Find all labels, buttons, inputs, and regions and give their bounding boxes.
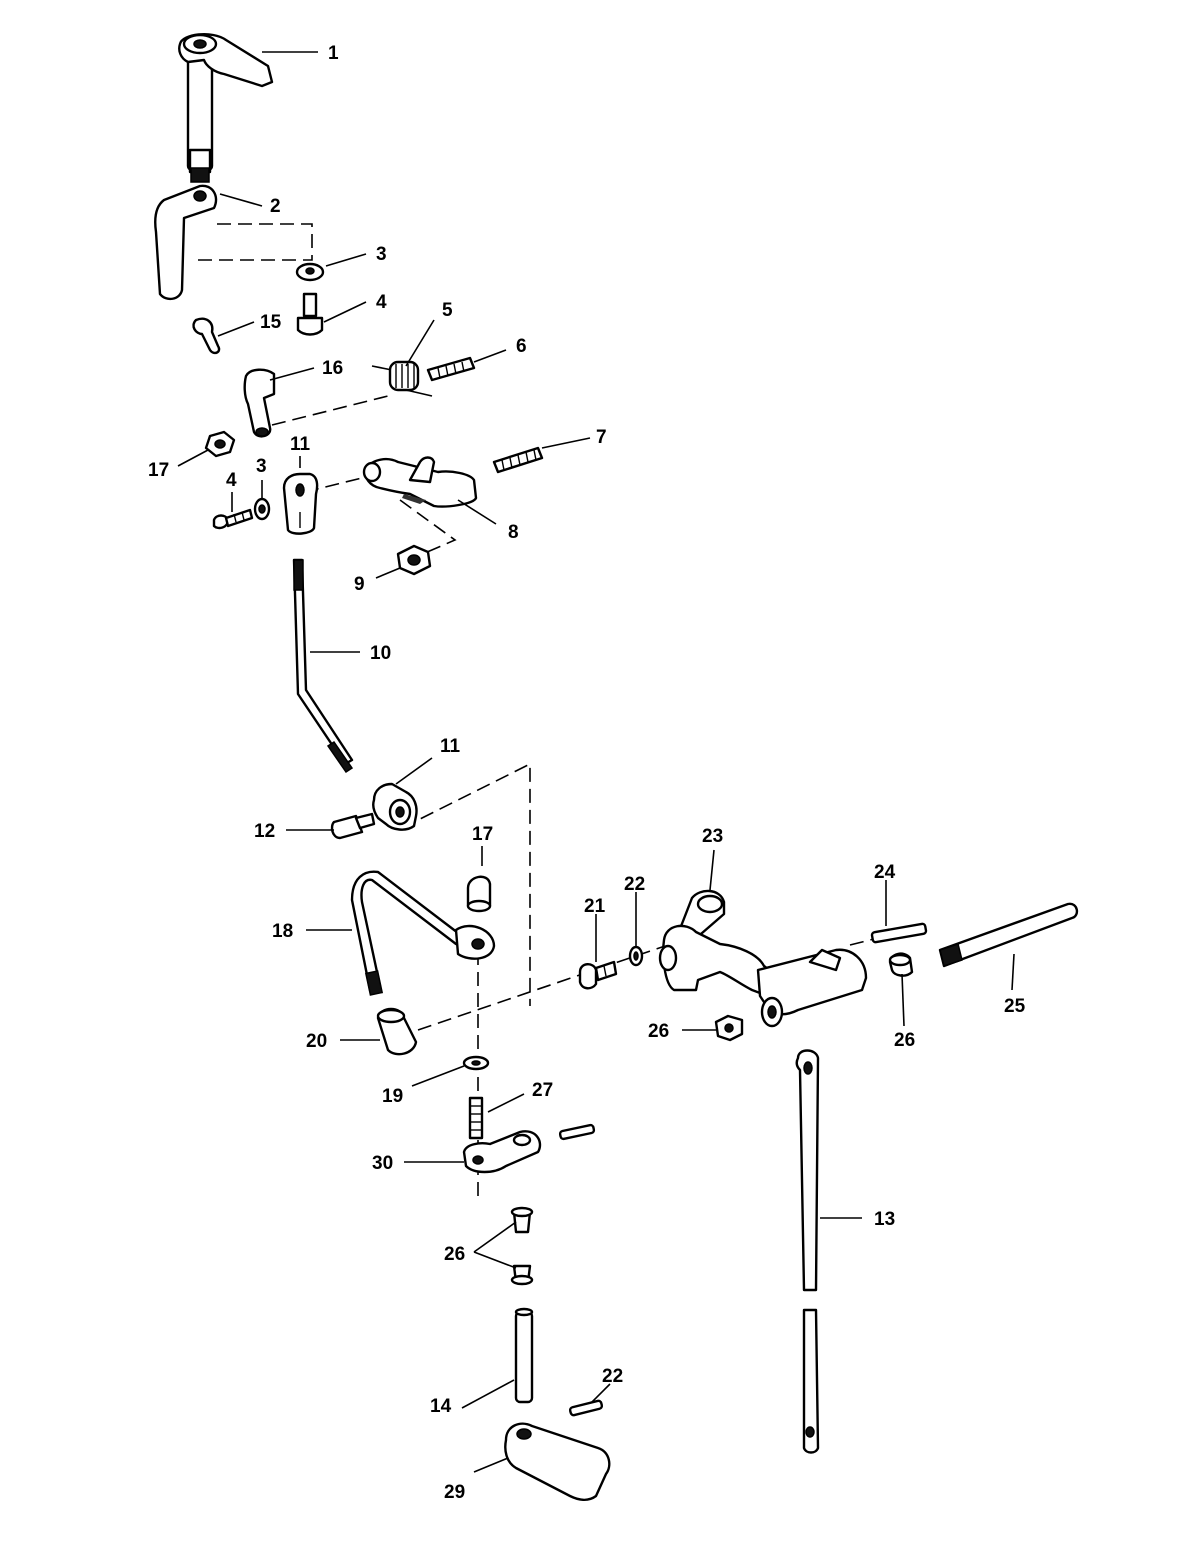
- part-6-stud: [426, 356, 476, 382]
- callout-17: 17: [148, 460, 169, 481]
- callout-19: 19: [382, 1086, 403, 1107]
- part-13-link: [795, 1049, 820, 1454]
- part-4-screw-top: [296, 292, 324, 336]
- callout-12: 12: [254, 821, 275, 842]
- callout-2: 2: [270, 196, 281, 217]
- callout-3: 3: [256, 456, 267, 477]
- part-3-washer-top: [295, 262, 325, 282]
- callout-4: 4: [226, 470, 237, 491]
- callout-22: 22: [624, 874, 645, 895]
- callout-14: 14: [430, 1396, 452, 1417]
- callout-26: 26: [894, 1030, 915, 1051]
- callout-24: 24: [874, 862, 896, 883]
- part-24-pin: [870, 922, 928, 944]
- part-2-lever: [154, 184, 218, 301]
- part-9-nut: [396, 544, 432, 576]
- callout-29: 29: [444, 1482, 465, 1503]
- callout-17: 17: [472, 824, 493, 845]
- callout-27: 27: [532, 1080, 553, 1101]
- part-5-spring: [371, 360, 433, 397]
- part-15-clip: [192, 317, 221, 355]
- part-27-stud: [468, 1096, 484, 1140]
- callout-26: 26: [444, 1244, 465, 1265]
- callout-11: 11: [290, 434, 311, 455]
- part-23-bellcrank: [658, 889, 868, 1028]
- callout-labels: 1 2 3 4 15 5 6 16 17 11 4 3 7 8 9 10 11 …: [148, 43, 1026, 1503]
- callout-11: 11: [440, 736, 461, 757]
- part-17-nut-top: [204, 430, 236, 458]
- callout-20: 20: [306, 1031, 327, 1052]
- part-10-shift-rod: [292, 558, 354, 774]
- part-4-screw-mid: [212, 508, 254, 530]
- part-26-bushing-left: [714, 1014, 744, 1042]
- callout-13: 13: [874, 1209, 895, 1230]
- callout-25: 25: [1004, 996, 1026, 1017]
- part-26-bushings-lower: [510, 1206, 534, 1286]
- part-20-bushing: [376, 1007, 418, 1056]
- leader-lines: [177, 51, 1015, 1473]
- callout-1: 1: [328, 43, 339, 64]
- callout-7: 7: [596, 427, 607, 448]
- callout-6: 6: [516, 336, 527, 357]
- part-29-shift-block: [504, 1422, 611, 1501]
- part-12-pin: [330, 812, 376, 840]
- part-17-cap-nut: [466, 875, 492, 913]
- callout-16: 16: [322, 358, 343, 379]
- part-22-pin-lower: [568, 1399, 604, 1417]
- part-19-e-clip: [462, 1055, 490, 1071]
- callout-22: 22: [602, 1366, 623, 1387]
- callout-26: 26: [648, 1021, 669, 1042]
- part-14-pin: [514, 1307, 534, 1404]
- callout-5: 5: [442, 300, 453, 321]
- callout-9: 9: [354, 574, 365, 595]
- callout-21: 21: [584, 896, 606, 917]
- callout-18: 18: [272, 921, 293, 942]
- part-26-bushing-right: [888, 952, 914, 977]
- callout-30: 30: [372, 1153, 393, 1174]
- callout-23: 23: [702, 826, 723, 847]
- part-16-lever-bracket: [243, 368, 276, 438]
- part-22-washer-upper: [628, 945, 644, 967]
- callout-15: 15: [260, 312, 282, 333]
- part-18-bent-link: [350, 870, 496, 996]
- part-30-lever-plate: [462, 1123, 596, 1174]
- part-1-shift-shaft: [178, 33, 274, 183]
- callout-10: 10: [370, 643, 391, 664]
- callout-8: 8: [508, 522, 519, 543]
- part-25-shaft: [938, 902, 1079, 968]
- part-8-shift-lever: [362, 456, 478, 508]
- part-3-washer-mid: [253, 497, 271, 521]
- part-21-screw: [578, 960, 618, 990]
- part-7-stud: [492, 446, 544, 474]
- part-11-rod-end-lower: [372, 782, 418, 831]
- part-11-rod-end-top: [282, 472, 319, 535]
- callout-4: 4: [376, 292, 387, 313]
- callout-3: 3: [376, 244, 387, 265]
